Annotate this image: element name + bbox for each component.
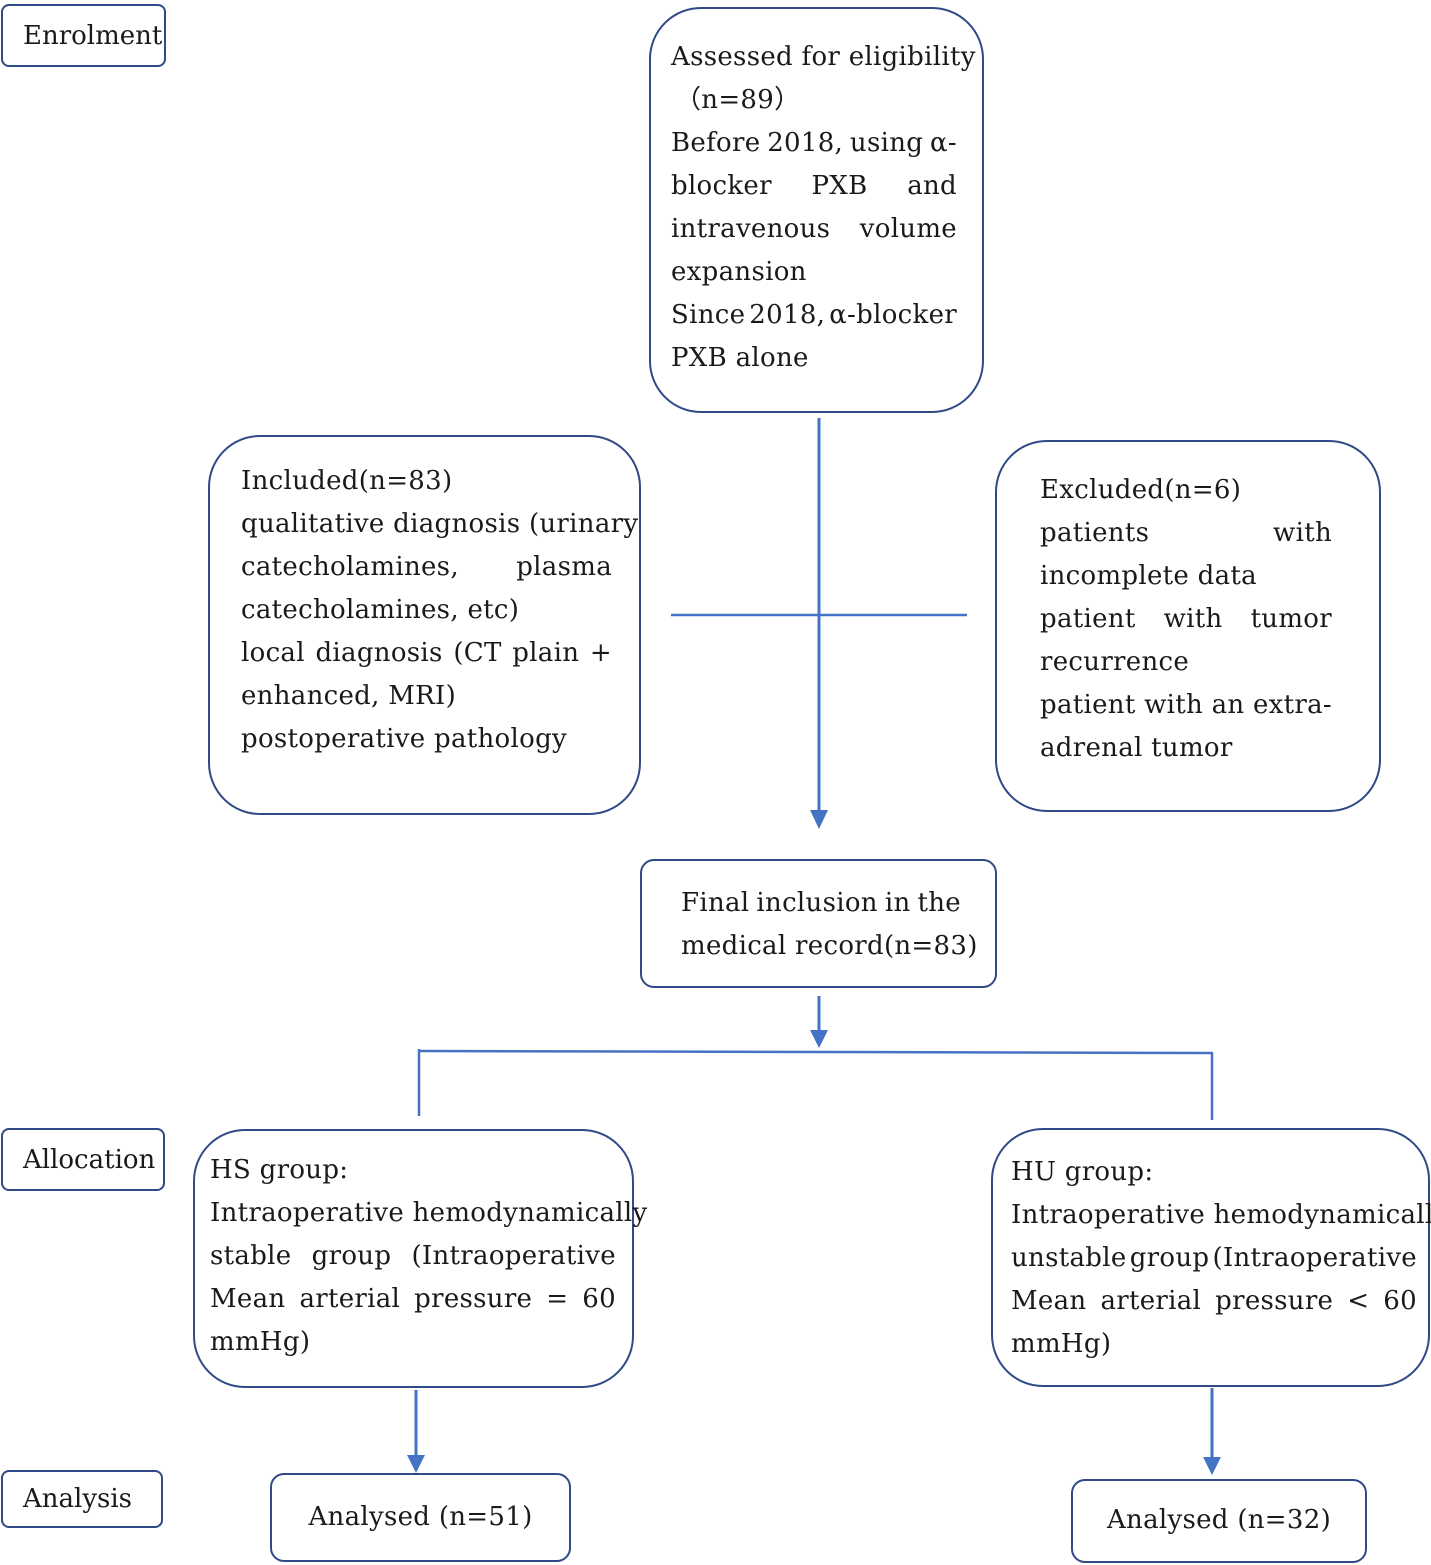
hu-title: HU group: xyxy=(1011,1157,1154,1187)
analysed-hs-text: Analysed (n=51) xyxy=(270,1496,571,1539)
stage-label-analysis-text: Analysis xyxy=(23,1484,133,1514)
stage-label-enrolment-text: Enrolment xyxy=(23,20,163,51)
analysed-hu-label: Analysed (n=32) xyxy=(1106,1505,1332,1535)
hu-group-box xyxy=(991,1128,1430,1387)
stage-label-allocation: Allocation xyxy=(1,1128,165,1191)
stage-label-enrolment: Enrolment xyxy=(1,4,166,67)
hs-line1: Intraoperative hemodynamically xyxy=(210,1198,648,1228)
excluded-line2: incomplete data xyxy=(1040,561,1257,591)
excluded-line6: adrenal tumor xyxy=(1040,733,1233,763)
included-line3: catecholamines, etc) xyxy=(241,595,520,625)
hs-line4: mmHg) xyxy=(210,1327,311,1357)
arrowhead-analysed-hu xyxy=(1203,1457,1221,1475)
hs-group-text: HS group: Intraoperative hemodynamically… xyxy=(210,1149,648,1364)
excluded-line4: recurrence xyxy=(1040,647,1190,677)
analysed-hs-label: Analysed (n=51) xyxy=(308,1502,533,1532)
arrowhead-final xyxy=(810,810,828,829)
included-line5: enhanced, MRI) xyxy=(241,681,457,711)
analysed-hu-box xyxy=(1071,1479,1367,1563)
stage-label-allocation-text: Allocation xyxy=(23,1144,156,1175)
included-line6: postoperative pathology xyxy=(241,724,567,754)
hs-title: HS group: xyxy=(210,1155,349,1185)
included-box xyxy=(208,435,641,815)
assessed-line6: PXB alone xyxy=(671,343,809,373)
hu-group-text: HU group: Intraoperative hemodynamically… xyxy=(1011,1151,1431,1366)
stage-label-analysis: Analysis xyxy=(1,1470,163,1528)
included-title: Included(n=83) xyxy=(241,466,453,496)
included-line2: catecholamines,plasma xyxy=(241,552,612,582)
final-inclusion-box xyxy=(640,859,997,988)
analysed-hs-box xyxy=(270,1473,571,1562)
hs-group-box xyxy=(193,1129,634,1388)
assessed-count: （n=89） xyxy=(675,85,801,115)
assessed-box xyxy=(649,7,984,413)
final-line2: medical record(n=83) xyxy=(681,931,978,961)
excluded-box xyxy=(995,440,1381,812)
included-line1: qualitative diagnosis (urinary xyxy=(241,509,639,539)
excluded-title: Excluded(n=6) xyxy=(1040,475,1242,505)
analysed-hu-text: Analysed (n=32) xyxy=(1071,1499,1367,1542)
arrowhead-analysed-hs xyxy=(407,1455,425,1473)
assessed-line4: expansion xyxy=(671,257,807,287)
hu-line4: mmHg) xyxy=(1011,1329,1112,1359)
hu-line1: Intraoperative hemodynamically xyxy=(1011,1200,1431,1230)
connector-branch-horizontal xyxy=(418,1049,1214,1055)
assessed-title: Assessed for eligibility xyxy=(671,42,976,72)
included-text: Included(n=83) qualitative diagnosis (ur… xyxy=(241,460,639,761)
arrowhead-branch xyxy=(810,1030,828,1048)
